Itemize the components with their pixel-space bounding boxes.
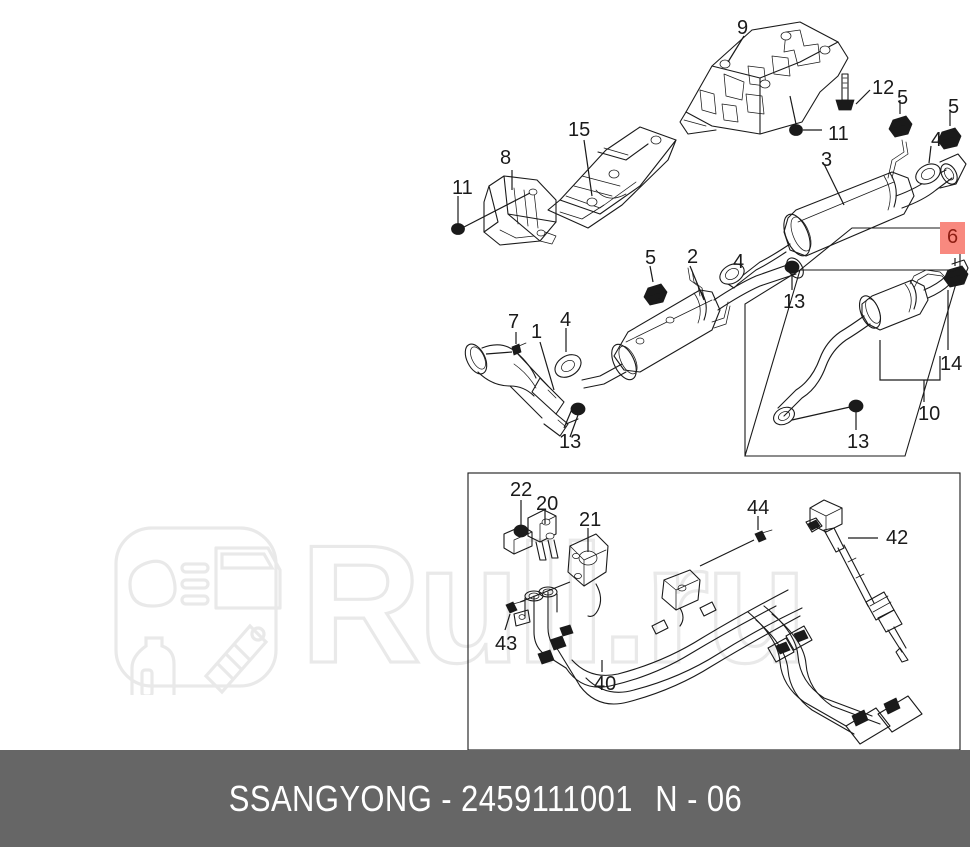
part-40-egr-pipes [513, 569, 923, 745]
lead-12 [855, 89, 871, 105]
part-42-sensor [805, 499, 909, 663]
callout-5-a: 5 [897, 87, 909, 109]
footer-part-number: 2459111001 [460, 777, 633, 819]
callout-9: 9 [737, 17, 749, 39]
lead-7b [485, 351, 513, 355]
callout-10: 10 [918, 403, 941, 425]
lead-2 [689, 265, 705, 301]
lead-8 [463, 192, 531, 228]
part-12-bolt [835, 73, 855, 111]
part-4-gasket-upper [915, 163, 941, 185]
callout-11-front: 11 [452, 177, 473, 199]
lead-43-connect [519, 581, 571, 603]
callout-3: 3 [821, 149, 833, 171]
part-43-bolt [505, 600, 525, 614]
callout-2: 2 [687, 246, 699, 268]
callout-7: 7 [508, 311, 520, 333]
callout-15: 15 [568, 119, 591, 141]
part-5-clamp-b [937, 127, 962, 150]
lead-13-c-connect [791, 406, 851, 421]
part-22-nut [513, 524, 529, 538]
callout-42: 42 [886, 527, 909, 549]
lead-5c [649, 265, 654, 283]
lead-44-connect [699, 539, 755, 567]
callout-11-rear: 11 [828, 123, 849, 145]
callout-40: 40 [594, 673, 617, 695]
callout-22: 22 [510, 479, 533, 501]
lead-15 [583, 139, 593, 197]
lead-3 [823, 163, 845, 206]
part-15-heat-shield [547, 126, 677, 229]
footer-bar: SSANGYONG - 2459111001 N - 06 [0, 750, 970, 847]
callout-20: 20 [536, 493, 559, 515]
part-10-rear-muffler [773, 259, 969, 426]
lead-13-a [569, 414, 579, 438]
part-20-egr-valve [503, 509, 559, 561]
callout-1: 1 [531, 321, 543, 343]
part-5-clamp-a [888, 115, 913, 138]
callout-14: 14 [940, 353, 963, 375]
footer-brand: SSANGYONG [228, 777, 432, 819]
footer-part-label: SSANGYONG - 2459111001 N - 06 [228, 778, 741, 820]
callout-5-c: 5 [645, 247, 657, 269]
lead-9 [727, 35, 745, 63]
lead-4a [928, 145, 932, 164]
callout-43: 43 [495, 633, 518, 655]
callout-13-rear: 13 [847, 431, 870, 453]
lead-11-stem [789, 95, 797, 125]
part-9-heat-shield [679, 21, 849, 135]
callout-6-highlighted[interactable]: 6 [940, 222, 966, 254]
part-7-stud [511, 342, 527, 356]
callout-21: 21 [579, 509, 602, 531]
part-21-bracket [567, 533, 609, 617]
part-44-bolt [754, 529, 773, 543]
part-5-clamp-c [643, 283, 668, 306]
callout-5-b: 5 [948, 96, 960, 118]
lead-10-brace [879, 340, 941, 381]
callout-44: 44 [747, 497, 770, 519]
callout-4-b: 4 [733, 251, 745, 273]
part-1-front-pipe [464, 343, 579, 437]
part-11-nut-left [451, 223, 465, 235]
footer-separator: - [431, 777, 461, 819]
part-4-gasket-left [554, 354, 582, 378]
footer-section-code: N - 06 [654, 777, 742, 819]
lead-43 [504, 613, 511, 631]
lead-13-a-connect [563, 408, 573, 429]
callout-8: 8 [500, 147, 512, 169]
callout-12: 12 [872, 77, 895, 99]
lead-1 [539, 341, 555, 391]
callout-13-front: 13 [559, 431, 582, 453]
part-13-nut-middle [784, 260, 800, 274]
part-13-nut-front [570, 402, 586, 416]
callout-4-a: 4 [931, 129, 943, 151]
callout-13-middle: 13 [783, 291, 806, 313]
part-2-center-pipe [581, 257, 804, 389]
callout-4-c: 4 [560, 309, 572, 331]
part-13-nut-rear [848, 399, 864, 413]
part-11-nut-right [789, 124, 803, 136]
part-4-gasket-center [719, 263, 745, 285]
